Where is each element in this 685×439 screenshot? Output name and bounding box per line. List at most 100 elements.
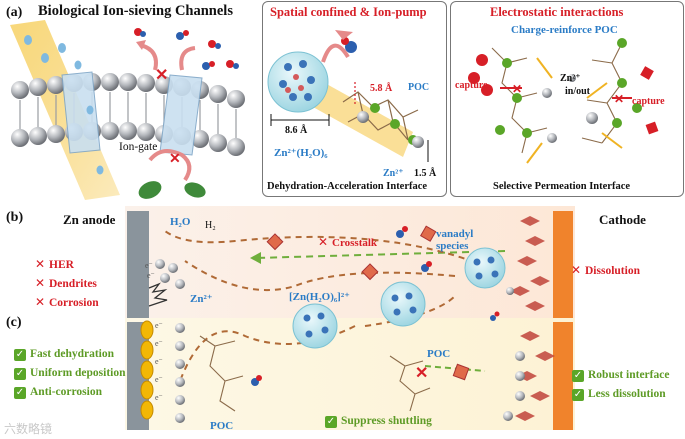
x-icon: ✕: [570, 263, 582, 277]
center-box-caption: Dehydration-Acceleration Interface: [267, 181, 428, 192]
center-box-title: Spatial confined & Ion-pump: [270, 5, 427, 19]
zn-ions: [542, 74, 598, 143]
captured-anions: [468, 54, 659, 135]
panel-b-letter: (b): [6, 210, 24, 225]
positive-charges: [495, 38, 642, 138]
check-icon: ✓: [572, 370, 584, 382]
water-molecules: [251, 226, 500, 386]
svg-text:✕: ✕: [614, 92, 624, 106]
water-droplets: [24, 35, 104, 175]
right-box-caption: Selective Permeation Interface: [493, 181, 631, 192]
svg-text:e⁻: e⁻: [155, 375, 163, 384]
check-icon: ✓: [14, 387, 26, 399]
blocked-x-top: ✕: [155, 67, 168, 84]
anode-benefits-list: ✓Fast dehydration ✓Uniform deposition ✓A…: [14, 345, 126, 402]
cathode-dissolution: ✕Dissolution: [570, 263, 640, 277]
species-label: species: [436, 240, 469, 252]
battery-schematic: ✕ e⁻e⁻e⁻e⁻e⁻ e⁻e⁻: [125, 206, 575, 430]
zn-ions-anode-top: [155, 259, 185, 289]
capture-left-label: capture: [455, 80, 488, 91]
channel-protein-right: [159, 74, 203, 156]
benefit-less-dissolution: ✓Less dissolution: [572, 388, 666, 401]
crosstalk-label: ✕Crosstalk: [317, 236, 377, 249]
panel-a-letter: (a): [6, 5, 23, 20]
zn-ion-label-center: Zn²⁺: [383, 168, 404, 179]
cathode-plate-top: [553, 211, 573, 318]
zn-ions-cathode: [503, 287, 525, 421]
leaf-left: [138, 181, 162, 199]
suppress-shuttling: ✓Suppress shuttling: [325, 415, 432, 428]
benefit-robust-interface: ✓Robust interface: [572, 369, 670, 382]
dim-5-8: 5.8 Å: [370, 83, 393, 94]
problem-her: ✕HER: [34, 257, 74, 271]
charge-poc-label: Charge-reinforce POC: [511, 24, 618, 36]
right-box-title: Electrostatic interactions: [490, 5, 624, 19]
ejected-water-arrow: [321, 43, 350, 63]
anode-problems-list: ✕HER ✕Dendrites ✕Corrosion: [34, 256, 99, 313]
x-icon: ✕: [34, 295, 46, 309]
dim-1-5: 1.5 Å: [414, 168, 437, 179]
cathode-lattice-top: [510, 216, 550, 311]
check-icon: ✓: [325, 416, 337, 428]
watermark: 六数略镜: [4, 422, 53, 436]
blocked-x-bottom: ✕: [169, 152, 181, 167]
svg-text:✕: ✕: [512, 82, 522, 96]
right-box: [450, 1, 684, 197]
cathode-benefits-list: ✓Robust interface ✓Less dissolution: [572, 366, 669, 404]
hydrated-zn-sphere: [267, 51, 329, 113]
benefit-uniform-deposition: ✓Uniform deposition: [14, 367, 126, 380]
molecules-top: [134, 28, 239, 70]
charge-poc-illustration: ✕ ✕: [468, 38, 659, 164]
cathode-plate-bottom: [553, 322, 573, 430]
x-icon: ✕: [34, 276, 46, 290]
zn-complex-label: [Zn(H₂O)₆]²⁺: [289, 291, 350, 303]
x-icon: ✕: [34, 257, 46, 271]
problem-dendrites: ✕Dendrites: [34, 276, 97, 290]
h2o-label: H₂O: [170, 216, 191, 228]
zn-anode-plate-top: [127, 211, 149, 318]
channel-protein-left: [61, 71, 101, 154]
crosstalk-arrow: [254, 250, 506, 259]
poc-cage-bottom-left: [199, 335, 244, 412]
dim-8-6: 8.6 Å: [285, 125, 308, 136]
blocked-shuttle-x: ✕: [415, 365, 428, 382]
ion-flow-beam: [10, 20, 120, 200]
migration-path-top: [184, 260, 456, 292]
zn-inout-label: Zn²⁺: [560, 73, 581, 84]
benefit-fast-dehydration: ✓Fast dehydration: [14, 348, 115, 361]
zn-ions-anode-bottom: [175, 323, 185, 423]
poc-label-center: POC: [408, 82, 430, 93]
channel-title: Biological Ion-sieving Channels: [38, 3, 233, 19]
svg-text:e⁻: e⁻: [147, 271, 155, 280]
crosstalk-x-icon: ✕: [317, 235, 329, 249]
hydrated-zn-cluster-3: [464, 247, 506, 289]
dendrite: [148, 282, 168, 307]
leaf-right: [184, 182, 206, 198]
inout-label: in/out: [565, 86, 591, 97]
poc-cage-bottom-right: [389, 355, 431, 412]
check-icon: ✓: [572, 389, 584, 401]
check-icon: ✓: [14, 368, 26, 380]
svg-text:e⁻: e⁻: [155, 393, 163, 402]
ion-gate-label: Ion-gate: [119, 141, 158, 153]
poc-cage-illustration: [267, 30, 429, 162]
zn-ion-label: Zn²⁺: [190, 293, 213, 305]
vanadyl-label: vanadyl: [436, 228, 474, 240]
capture-right-label: capture: [632, 96, 665, 107]
hydrated-zn-cluster-2: [380, 281, 426, 327]
zn-hydrate-label: Zn²⁺(H₂O)₆: [274, 147, 328, 159]
ion-channel-illustration: ✕ ✕: [10, 20, 245, 200]
problem-corrosion: ✕Corrosion: [34, 295, 99, 309]
flux-arrows: [526, 57, 623, 164]
cathode-title: Cathode: [599, 212, 646, 227]
hydrated-zn-cluster-1: [292, 303, 338, 349]
svg-text:e⁻: e⁻: [155, 339, 163, 348]
svg-text:e⁻: e⁻: [155, 357, 163, 366]
h2-label: H₂: [205, 220, 216, 231]
anode-title: Zn anode: [63, 212, 116, 227]
poc-label-bottom-right: POC: [427, 348, 451, 360]
panel-c-letter: (c): [6, 315, 22, 330]
uniform-zn-deposits: [140, 320, 154, 420]
svg-text:e⁻: e⁻: [145, 261, 153, 270]
check-icon: ✓: [14, 349, 26, 361]
